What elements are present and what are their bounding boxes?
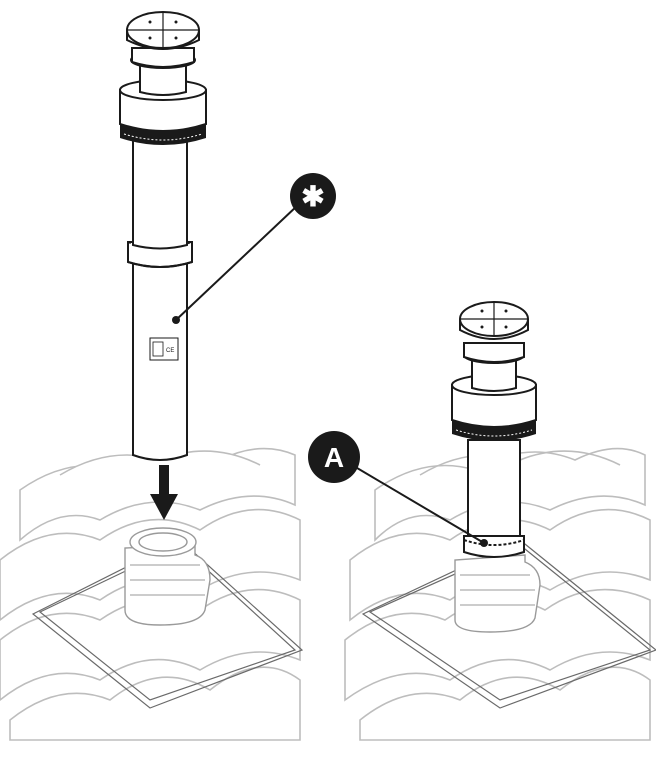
callout-asterisk-label: ✱ [301,181,324,212]
flue-base-elbow-left [124,527,211,626]
svg-text:CE: CE [166,348,174,354]
arrow-down-icon [150,465,178,520]
flue-base-elbow-right [454,554,541,633]
callout-asterisk: ✱ [172,173,336,324]
flue-pipe-right [451,301,537,558]
callout-a-label: A [324,442,344,473]
flue-pipe-left: CE [119,11,207,461]
callout-a: A [308,431,488,547]
